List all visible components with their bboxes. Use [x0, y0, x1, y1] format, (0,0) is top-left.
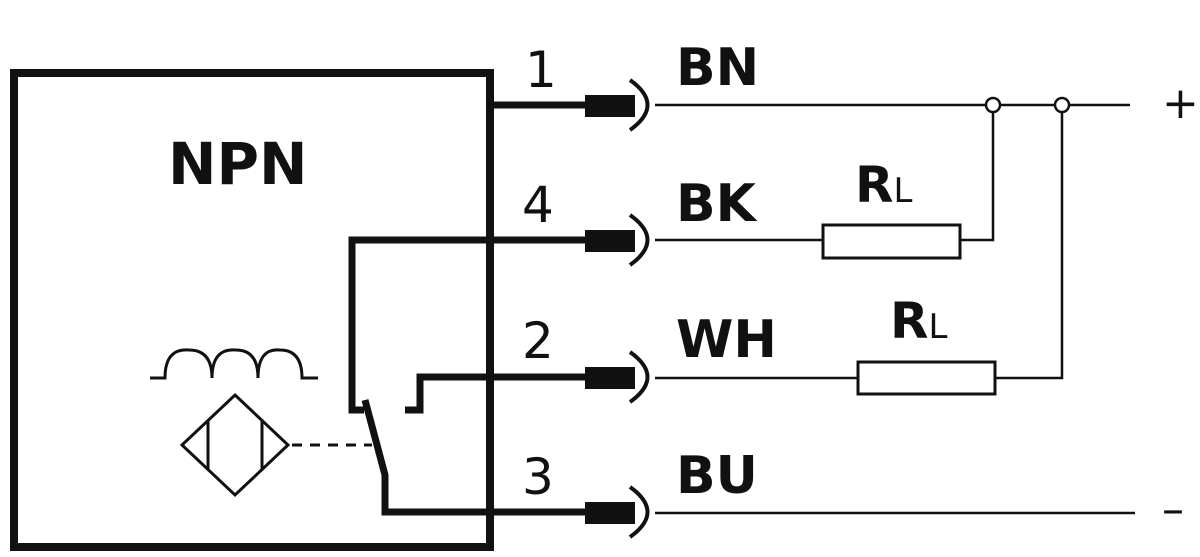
pin-number: 4 [522, 176, 554, 234]
pin-number: 3 [522, 448, 554, 506]
label-subscript: L [928, 307, 948, 347]
wire-color-code: WH [676, 310, 777, 370]
wire-color-code: BK [676, 174, 756, 234]
label-main: R [855, 156, 894, 214]
load-resistor-label: RL [890, 296, 947, 346]
positive-supply-label: + [1162, 78, 1199, 129]
plug-pin-3 [585, 502, 635, 524]
internal-wiring [348, 101, 590, 516]
sensor-housing [10, 69, 494, 551]
load-resistor-2 [856, 360, 997, 396]
pin-number: 2 [522, 312, 554, 370]
plug-pin-4 [585, 230, 635, 252]
load-resistor-1 [821, 223, 962, 260]
label-subscript: L [893, 171, 913, 211]
load-resistor-label: RL [855, 160, 912, 210]
junction-node [984, 96, 1002, 114]
junction-node [1053, 96, 1071, 114]
wire-color-code: BN [676, 38, 760, 98]
plug-pin-2 [585, 367, 635, 389]
label-main: R [890, 292, 929, 350]
sensor-type-label: NPN [168, 130, 308, 198]
proximity-sensor-symbol [179, 392, 291, 498]
plug-pin-1 [585, 95, 635, 117]
pin-number: 1 [525, 41, 557, 99]
wire-color-code: BU [676, 446, 758, 506]
connector-plugs [585, 78, 650, 539]
negative-supply-label: – [1162, 484, 1184, 535]
external-wiring [655, 103, 1135, 515]
coil-symbol [150, 348, 318, 380]
